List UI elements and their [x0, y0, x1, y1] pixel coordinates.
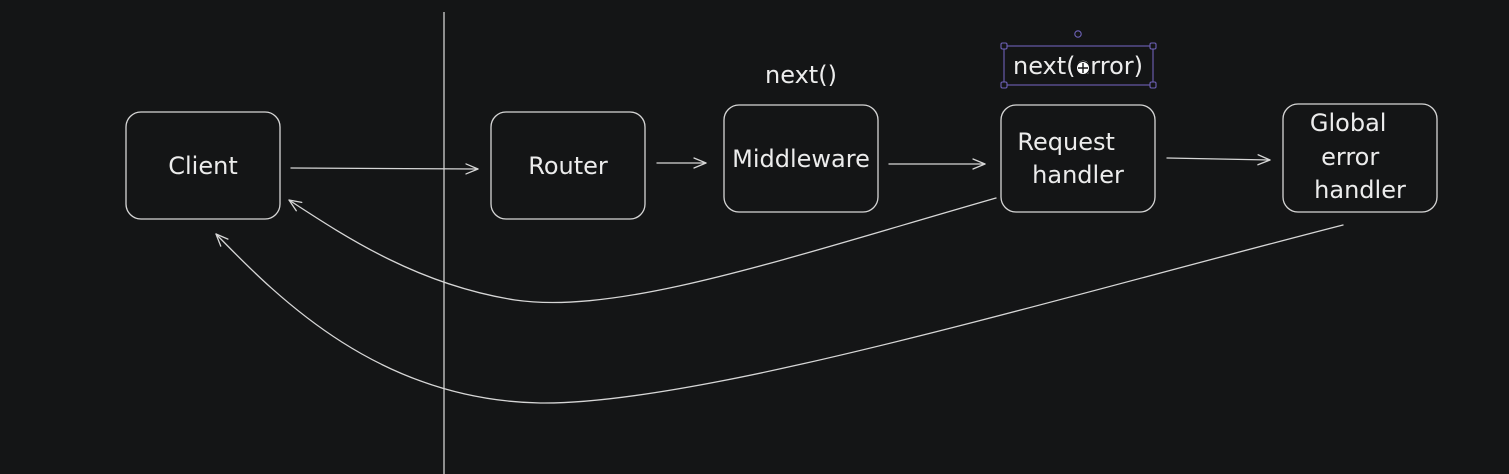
edge-global-error-handler-response-to-client[interactable] [215, 224, 1344, 404]
node-global-error-handler[interactable]: Global error handler [1282, 103, 1438, 213]
edge-request-handler-to-global-error-handler[interactable] [1166, 154, 1271, 166]
edge-client-to-router[interactable] [290, 163, 479, 175]
client-label: Client [168, 152, 237, 180]
global-error-handler-line-3: handler [1314, 176, 1406, 204]
global-error-handler-box[interactable] [1282, 103, 1438, 213]
middleware-label: Middleware [732, 145, 870, 173]
node-middleware[interactable]: Middleware [723, 104, 879, 213]
rotation-handle[interactable] [1074, 30, 1082, 38]
next-annotation[interactable]: next() [765, 61, 837, 89]
next-error-annotation-group[interactable]: next(error) [1000, 30, 1157, 89]
request-handler-line-2: handler [1032, 161, 1124, 189]
resize-handle-bottom-left[interactable] [1000, 81, 1008, 89]
middleware-box[interactable] [723, 104, 879, 213]
router-box[interactable] [490, 111, 646, 220]
client-box[interactable] [125, 111, 281, 220]
selection-frame[interactable] [1003, 45, 1154, 86]
node-request-handler[interactable]: Request handler [1000, 104, 1156, 213]
resize-handle-top-right[interactable] [1149, 42, 1157, 50]
global-error-handler-line-2: error [1321, 143, 1379, 171]
router-label: Router [528, 152, 608, 180]
request-handler-line-1: Request [1017, 128, 1115, 156]
node-router[interactable]: Router [490, 111, 646, 220]
resize-handle-top-left[interactable] [1000, 42, 1008, 50]
request-handler-box[interactable] [1000, 104, 1156, 213]
node-client[interactable]: Client [125, 111, 281, 220]
resize-handle-bottom-right[interactable] [1149, 81, 1157, 89]
global-error-handler-label: Global error handler [1310, 109, 1406, 204]
move-cursor-icon [1076, 61, 1090, 75]
edge-request-handler-response-to-client[interactable] [288, 197, 997, 304]
request-handler-label: Request handler [1017, 128, 1124, 189]
global-error-handler-line-1: Global [1310, 109, 1387, 137]
